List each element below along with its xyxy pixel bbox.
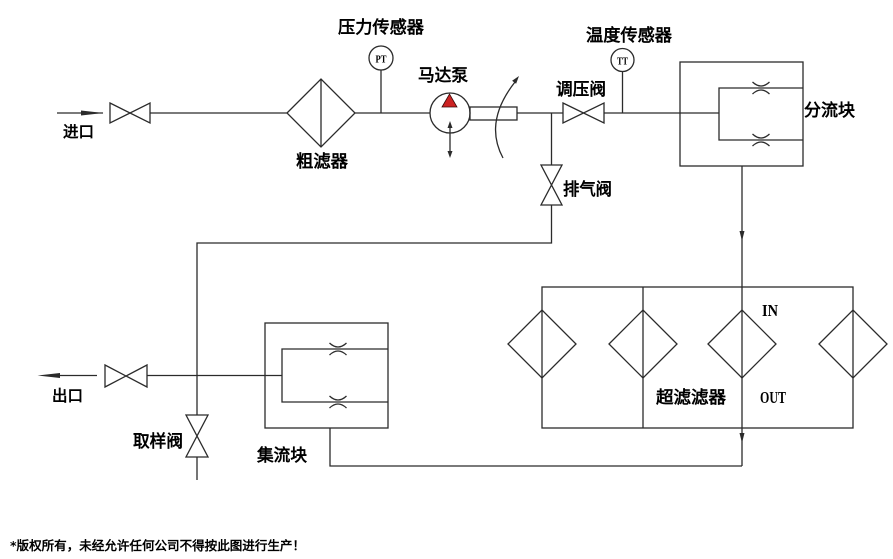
collector-block-label: 集流块 [256,445,308,466]
pressure-sensor-tag: PT [376,54,388,66]
motor-pump: 马达泵 [418,65,519,159]
feed-flow-arrow-icon [739,231,745,241]
pressure-sensor-label: 压力传感器 [338,17,425,38]
drain-valve-symbol [539,164,564,206]
coarse-filter-label: 粗滤器 [296,151,349,172]
ultrafilter-element-4 [818,309,888,379]
ultrafilter-diamond [507,309,577,379]
ultrafilter: IN OUT 超滤滤器 [507,166,888,466]
outlet: 出口 [37,373,97,405]
rotation-arrow-curve [494,81,516,159]
collector-block-body [264,322,389,429]
collector-orifice-top [329,342,347,356]
collector-block-manifold [281,348,388,403]
ultrafilter-diamond [608,309,678,379]
collector-block: 集流块 [256,322,742,467]
pump-shaft-coupling [469,106,518,121]
temperature-sensor-bubble [610,47,635,73]
motor-pump-label: 马达泵 [418,65,468,86]
inlet: 进口 [57,110,104,141]
temperature-sensor-tag: TT [617,56,628,68]
pressure-regulating-valve: 调压阀 [556,79,606,125]
collector-orifice-bottom [329,395,347,409]
inlet-valve [109,101,151,125]
pump-adjust-arrow-down-icon [447,151,453,158]
pressure-sensor: PT 压力传感器 [338,17,425,113]
ultrafilter-diamond [818,309,888,379]
ultrafilter-diamond [707,309,777,379]
drain-valve-label: 排气阀 [563,179,612,200]
pump-direction-triangle-icon [441,93,458,108]
drain-valve: 排气阀 [196,113,612,415]
ultrafilter-element-3 [707,309,777,379]
distribution-block-manifold [718,87,803,141]
temperature-sensor: TT 温度传感器 [586,25,673,113]
distribution-orifice-top [752,81,770,95]
ultrafilter-out-label: OUT [760,388,786,407]
outlet-flow-arrow-icon [37,373,60,378]
inlet-label: 进口 [63,123,94,141]
drain-return-pipe [196,205,553,415]
ultrafilter-element-1 [507,309,577,379]
copyright-notice: *版权所有，未经允许任何公司不得按此图进行生产！ [10,538,305,553]
outlet-valve [104,363,148,389]
distribution-block: 分流块 [679,61,856,167]
ultrafilter-label: 超滤滤器 [656,387,727,408]
outlet-label: 出口 [52,386,83,405]
pressure-sensor-bubble [368,45,394,71]
sampling-valve-symbol [184,414,210,458]
sampling-valve: 取样阀 [133,414,210,480]
rotation-arrow-icon [512,76,519,84]
inlet-flow-arrow-icon [81,110,104,116]
distribution-orifice-bottom [752,133,770,147]
pump-adjust-arrow-up-icon [447,121,453,128]
pressure-regulating-valve-label: 调压阀 [556,79,606,100]
temperature-sensor-label: 温度传感器 [586,25,673,46]
distribution-block-label: 分流块 [804,100,856,121]
return-flow-arrow-icon [739,433,745,443]
sampling-valve-label: 取样阀 [133,431,183,452]
coarse-filter: 粗滤器 [286,78,356,172]
ultrafilter-in-label: IN [762,301,779,320]
pressure-regulating-valve-symbol [562,101,605,125]
distribution-block-body [679,61,804,167]
ultrafilter-frame [541,286,854,429]
ultrafilter-element-2 [608,309,678,379]
collector-return-pipe [329,428,742,467]
